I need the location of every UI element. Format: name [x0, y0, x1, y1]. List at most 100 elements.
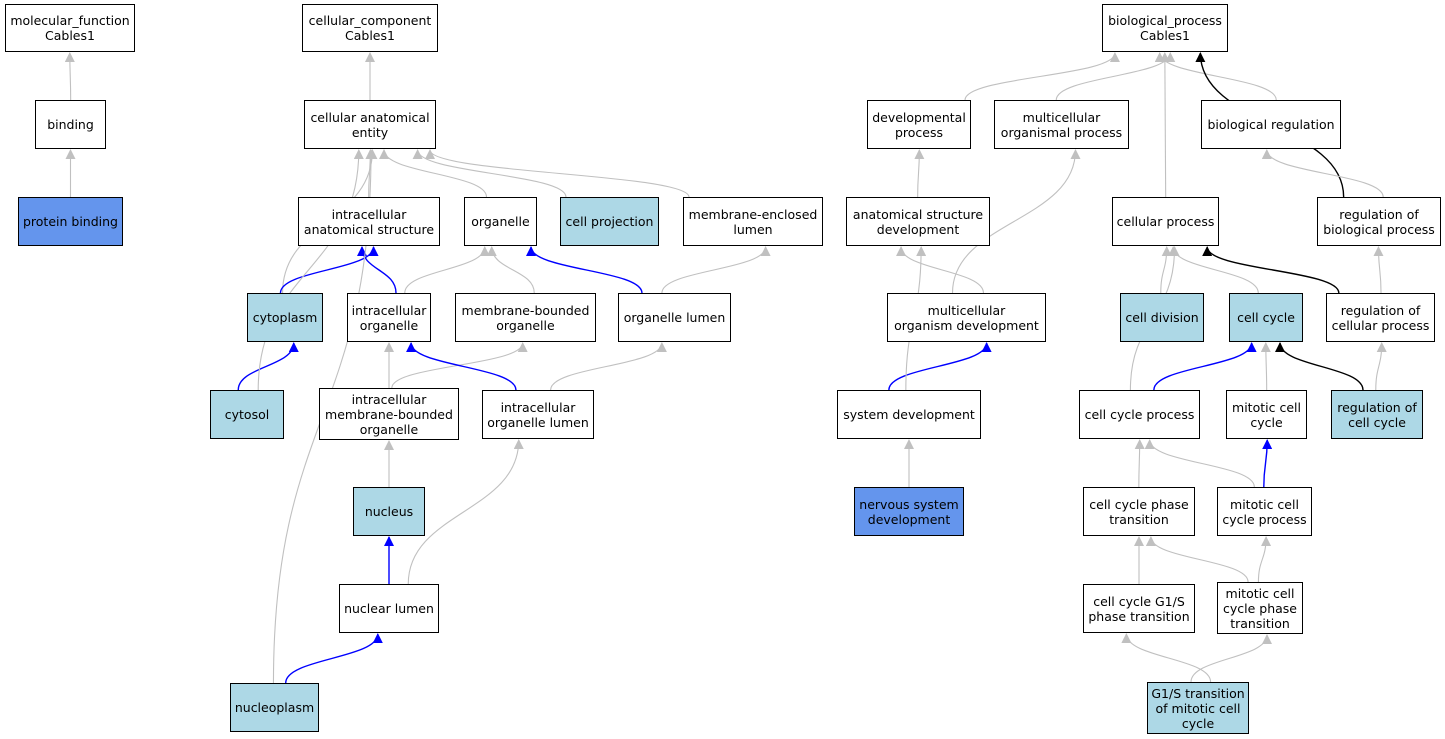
- node-label: nucleoplasm: [234, 700, 315, 715]
- edge-mitotic-cell-cycle-process-to-cell-cycle-process: [1144, 439, 1255, 488]
- node-label: system development: [843, 407, 975, 422]
- node-label: cellular_component Cables1: [308, 13, 432, 43]
- node-regulation-of-biological-process[interactable]: regulation of biological process: [1317, 197, 1441, 246]
- node-label: protein binding: [22, 214, 118, 229]
- edge-cellular-process-to-bp-root: [1159, 52, 1170, 198]
- node-label: developmental process: [872, 109, 966, 140]
- node-label: regulation of cellular process: [1331, 302, 1430, 333]
- edge-organelle-to-cellular-anatomical-entity: [379, 149, 488, 198]
- node-label: cell cycle process: [1084, 407, 1195, 422]
- node-label: intracellular anatomical structure: [303, 206, 435, 237]
- node-mitotic-cell-cycle[interactable]: mitotic cell cycle: [1226, 390, 1307, 439]
- node-nucleus[interactable]: nucleus: [353, 487, 425, 536]
- node-cell-cycle[interactable]: cell cycle: [1229, 293, 1303, 342]
- node-biological-process-root[interactable]: biological_process Cables1: [1102, 4, 1228, 52]
- node-label: membrane-bounded organelle: [461, 302, 590, 333]
- edge-g1s-transition-of-mitotic-cell-cycle-to-cell-cycle-g1s-phase-transition: [1121, 633, 1212, 683]
- node-binding[interactable]: binding: [35, 100, 106, 149]
- node-intracellular-organelle-lumen[interactable]: intracellular organelle lumen: [482, 390, 594, 439]
- node-label: multicellular organism development: [894, 302, 1039, 333]
- node-label: cytoplasm: [252, 310, 318, 325]
- node-label: intracellular organelle lumen: [487, 399, 589, 430]
- node-label: membrane-enclosed lumen: [688, 206, 818, 237]
- edge-mitotic-cell-cycle-to-cell-cycle: [1260, 342, 1271, 391]
- edge-membrane-bounded-organelle-to-organelle: [486, 246, 535, 294]
- node-regulation-of-cell-cycle[interactable]: regulation of cell cycle: [1331, 390, 1423, 439]
- node-nervous-system-development[interactable]: nervous system development: [854, 487, 964, 536]
- node-label: biological regulation: [1207, 117, 1335, 132]
- node-anatomical-structure-development[interactable]: anatomical structure development: [846, 197, 990, 246]
- edge-system-development-to-multicellular-organism-development: [888, 342, 992, 391]
- node-nuclear-lumen[interactable]: nuclear lumen: [339, 584, 439, 633]
- node-molecular-function-root[interactable]: molecular_function Cables1: [5, 4, 135, 52]
- node-label: cellular process: [1116, 214, 1215, 229]
- node-cytosol[interactable]: cytosol: [210, 390, 284, 439]
- node-label: binding: [47, 117, 94, 132]
- node-cell-division[interactable]: cell division: [1120, 293, 1204, 342]
- edge-regulation-of-cell-cycle-to-regulation-of-cellular-process: [1375, 342, 1387, 391]
- edge-organelle-lumen-to-organelle: [526, 246, 643, 294]
- node-label: molecular_function Cables1: [10, 13, 130, 43]
- edge-mitotic-cell-cycle-phase-transition-to-cell-cycle-phase-transition: [1145, 536, 1249, 583]
- node-membrane-bounded-organelle[interactable]: membrane-bounded organelle: [455, 293, 596, 342]
- node-cellular-anatomical-entity[interactable]: cellular anatomical entity: [304, 100, 436, 149]
- node-nucleoplasm[interactable]: nucleoplasm: [230, 683, 319, 732]
- node-cellular-component-root[interactable]: cellular_component Cables1: [302, 4, 438, 52]
- node-cell-cycle-phase-transition[interactable]: cell cycle phase transition: [1083, 487, 1195, 536]
- edge-regulation-of-biological-process-to-biological-regulation: [1261, 149, 1384, 198]
- edge-cell-cycle-phase-transition-to-cell-cycle-process: [1134, 439, 1145, 488]
- node-intracellular-anatomical-structure[interactable]: intracellular anatomical structure: [298, 197, 440, 246]
- edge-membrane-enclosed-lumen-to-cellular-anatomical-entity: [425, 149, 690, 198]
- node-cell-projection[interactable]: cell projection: [560, 197, 659, 246]
- node-label: nucleus: [364, 504, 414, 519]
- node-label: cell cycle: [1237, 310, 1295, 325]
- node-intracellular-membrane-bounded-organelle[interactable]: intracellular membrane-bounded organelle: [319, 388, 459, 440]
- node-system-development[interactable]: system development: [837, 390, 981, 439]
- node-label: mitotic cell cycle: [1232, 399, 1301, 430]
- node-label: mitotic cell cycle process: [1222, 496, 1307, 527]
- node-multicellular-organismal-process[interactable]: multicellular organismal process: [994, 100, 1129, 149]
- node-organelle-lumen[interactable]: organelle lumen: [618, 293, 731, 342]
- node-cellular-process[interactable]: cellular process: [1112, 197, 1219, 246]
- node-organelle[interactable]: organelle: [464, 197, 537, 246]
- node-label: regulation of cell cycle: [1337, 399, 1417, 430]
- edge-cell-cycle-process-to-cell-cycle: [1153, 342, 1257, 391]
- node-developmental-process[interactable]: developmental process: [867, 100, 971, 149]
- edge-organelle-lumen-to-membrane-enclosed-lumen: [661, 246, 771, 294]
- node-cytoplasm[interactable]: cytoplasm: [247, 293, 323, 342]
- node-mitotic-cell-cycle-process[interactable]: mitotic cell cycle process: [1217, 487, 1312, 536]
- edge-nuclear-lumen-to-intracellular-organelle-lumen: [407, 439, 524, 585]
- node-label: cell cycle phase transition: [1089, 496, 1189, 527]
- node-membrane-enclosed-lumen[interactable]: membrane-enclosed lumen: [683, 197, 823, 246]
- edge-intracellular-organelle-lumen-to-intracellular-organelle: [406, 342, 517, 391]
- node-multicellular-organism-development[interactable]: multicellular organism development: [887, 293, 1046, 342]
- node-protein-binding[interactable]: protein binding: [18, 197, 123, 246]
- node-label: mitotic cell cycle phase transition: [1223, 585, 1297, 631]
- edge-regulation-of-cellular-process-to-cellular-process: [1202, 246, 1340, 294]
- node-label: biological_process Cables1: [1108, 13, 1222, 43]
- edge-g1s-transition-of-mitotic-cell-cycle-to-mitotic-cell-cycle-phase-transition: [1190, 634, 1272, 683]
- node-label: cellular anatomical entity: [310, 109, 430, 140]
- edge-nucleoplasm-to-nuclear-lumen: [285, 633, 383, 684]
- node-label: cell cycle G1/S phase transition: [1088, 593, 1190, 624]
- node-regulation-of-cellular-process[interactable]: regulation of cellular process: [1326, 293, 1435, 342]
- node-label: cell division: [1125, 310, 1199, 325]
- edge-multicellular-organism-development-to-anatomical-structure-development: [896, 246, 985, 294]
- edge-intracellular-organelle-lumen-to-organelle-lumen: [550, 342, 667, 391]
- node-label: anatomical structure development: [852, 206, 984, 237]
- node-cell-cycle-process[interactable]: cell cycle process: [1079, 390, 1200, 439]
- node-mitotic-cell-cycle-phase-transition[interactable]: mitotic cell cycle phase transition: [1217, 582, 1303, 634]
- edge-regulation-of-cell-cycle-to-cell-cycle: [1275, 342, 1364, 391]
- node-g1s-transition-of-mitotic-cell-cycle[interactable]: G1/S transition of mitotic cell cycle: [1147, 682, 1249, 734]
- edge-mitotic-cell-cycle-process-to-mitotic-cell-cycle: [1262, 439, 1273, 488]
- edge-cell-projection-to-cellular-anatomical-entity: [412, 149, 567, 198]
- node-label: organelle: [471, 214, 530, 229]
- node-label: nuclear lumen: [344, 601, 434, 616]
- node-biological-regulation[interactable]: biological regulation: [1201, 100, 1341, 149]
- node-intracellular-organelle[interactable]: intracellular organelle: [347, 293, 431, 342]
- edge-anatomical-structure-development-to-developmental-process: [914, 149, 925, 198]
- node-cell-cycle-g1s-phase-transition[interactable]: cell cycle G1/S phase transition: [1083, 584, 1195, 633]
- node-label: multicellular organismal process: [1000, 109, 1123, 140]
- edge-developmental-process-to-bp-root: [964, 52, 1120, 101]
